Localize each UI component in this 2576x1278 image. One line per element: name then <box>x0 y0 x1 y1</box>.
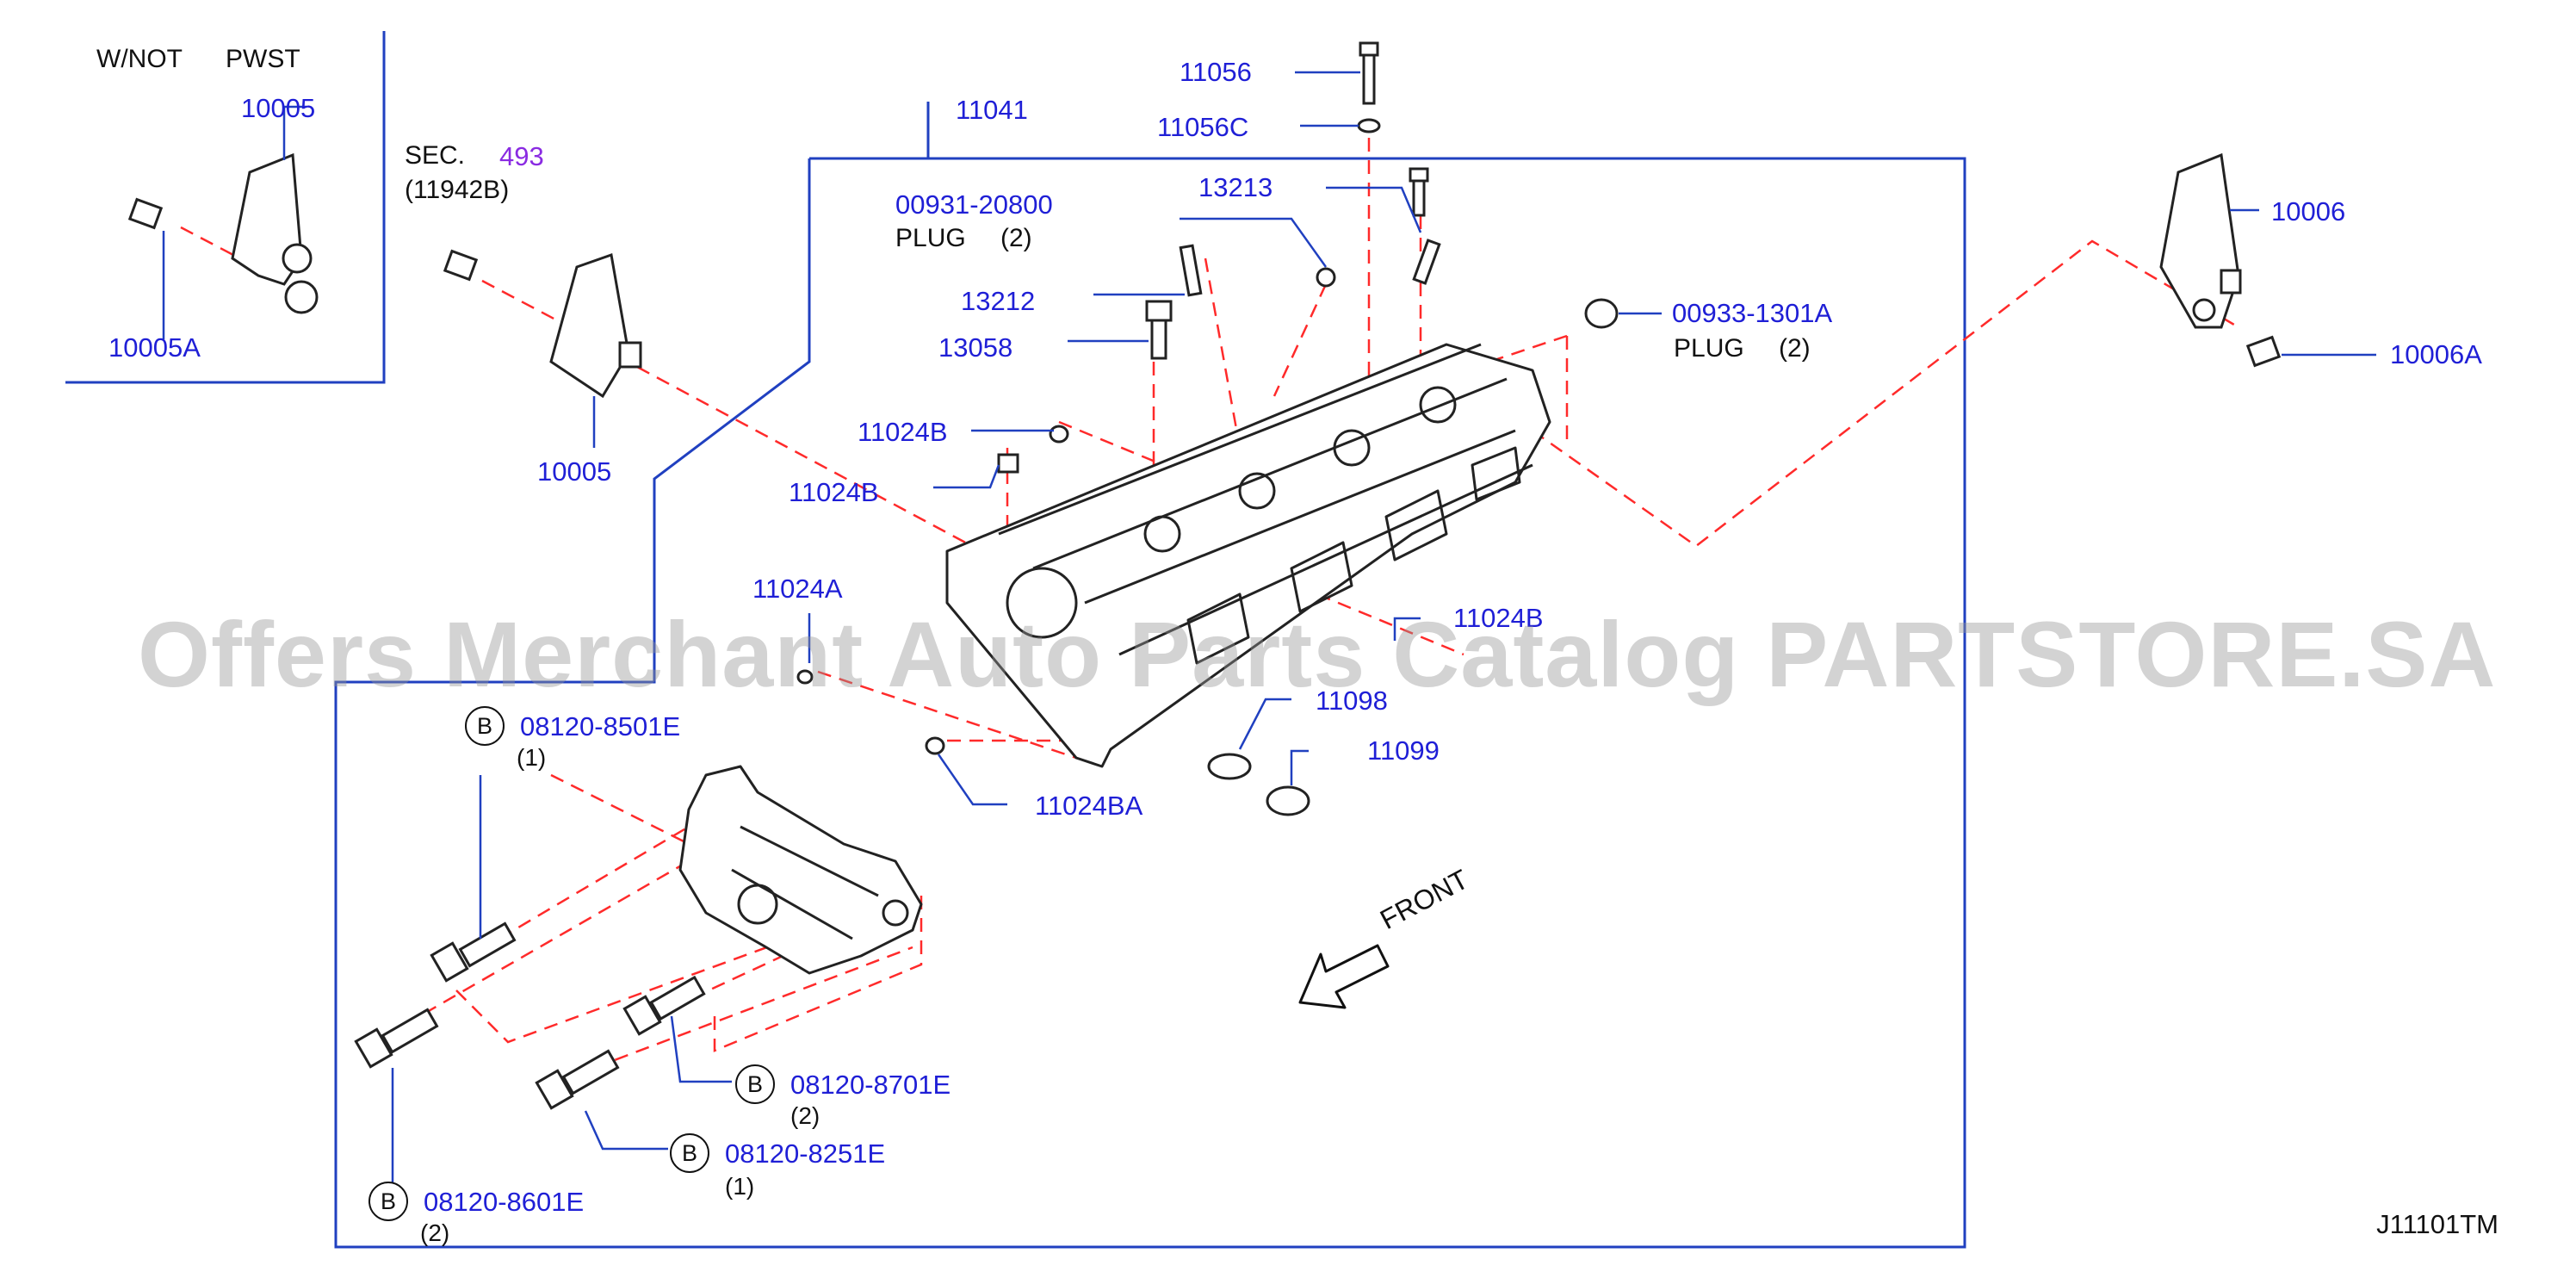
label-00933-qty: (2) <box>1779 334 1811 363</box>
label-10005[interactable]: 10005 <box>537 456 612 487</box>
label-11024A[interactable]: 11024A <box>752 574 843 604</box>
housing-illustration <box>678 765 923 975</box>
label-08120-8601E-qty: (2) <box>420 1219 450 1246</box>
label-08120-8251E[interactable]: 08120-8251E <box>725 1138 886 1169</box>
section-ref-number[interactable]: 493 <box>499 141 544 171</box>
label-08120-8701E-qty: (2) <box>790 1102 820 1129</box>
main-frame <box>334 102 1966 1249</box>
label-11024BA[interactable]: 11024BA <box>1035 791 1143 821</box>
inset-frame <box>65 31 386 384</box>
label-13213[interactable]: 13213 <box>1198 172 1273 202</box>
label-08120-8701E[interactable]: 08120-8701E <box>790 1070 951 1100</box>
bracket-10005 <box>549 253 642 399</box>
label-10005A[interactable]: 10005A <box>108 332 201 363</box>
label-08120-8501E-qty: (1) <box>517 744 547 771</box>
label-11099[interactable]: 11099 <box>1367 735 1440 766</box>
label-08120-8601E[interactable]: 08120-8601E <box>424 1187 585 1217</box>
bolt-mark-4: B <box>368 1182 408 1221</box>
front-arrow <box>1298 944 1390 1009</box>
label-10006[interactable]: 10006 <box>2271 196 2346 226</box>
label-11024B-upper[interactable]: 11024B <box>858 417 948 447</box>
label-11024B-right[interactable]: 11024B <box>1453 603 1544 633</box>
small-parts <box>127 41 2282 1110</box>
label-08120-8501E[interactable]: 08120-8501E <box>520 711 681 741</box>
watermark: Offers Merchant Auto Parts Catalog PARTS… <box>138 602 2497 706</box>
inset-header-right: PWST <box>226 45 300 73</box>
label-11098[interactable]: 11098 <box>1316 686 1388 716</box>
bracket-inset-10005 <box>231 152 319 314</box>
label-08120-8251E-qty: (1) <box>725 1173 755 1200</box>
label-00933-desc: PLUG <box>1674 334 1744 363</box>
label-11056[interactable]: 11056 <box>1180 57 1252 87</box>
label-11056C[interactable]: 11056C <box>1157 112 1249 142</box>
label-10006A[interactable]: 10006A <box>2390 339 2482 369</box>
label-10005-inset[interactable]: 10005 <box>241 93 316 123</box>
label-00931-20800[interactable]: 00931-20800 <box>895 189 1053 220</box>
diagram-code: J11101TM <box>2376 1209 2499 1239</box>
label-00933-1301A[interactable]: 00933-1301A <box>1672 298 1833 328</box>
inset-header-left: W/NOT <box>96 45 183 73</box>
label-13212[interactable]: 13212 <box>961 286 1036 316</box>
bracket-10006 <box>2159 152 2242 329</box>
cylinder-head-illustration <box>945 343 1551 768</box>
section-ref-sub: (11942B) <box>405 176 510 204</box>
label-11041[interactable]: 11041 <box>956 95 1028 125</box>
section-ref-prefix: SEC. <box>405 141 466 170</box>
label-00931-desc: PLUG <box>895 224 966 252</box>
label-11024B-middle[interactable]: 11024B <box>789 477 879 507</box>
label-00931-qty: (2) <box>1000 224 1032 252</box>
bolt-mark-2: B <box>735 1064 775 1104</box>
bolt-mark-3: B <box>670 1133 709 1173</box>
dashed-assembly-lines <box>180 138 2239 1070</box>
leader-lines <box>162 71 2376 1187</box>
bolt-mark-1: B <box>465 706 505 746</box>
label-13058[interactable]: 13058 <box>938 332 1013 363</box>
